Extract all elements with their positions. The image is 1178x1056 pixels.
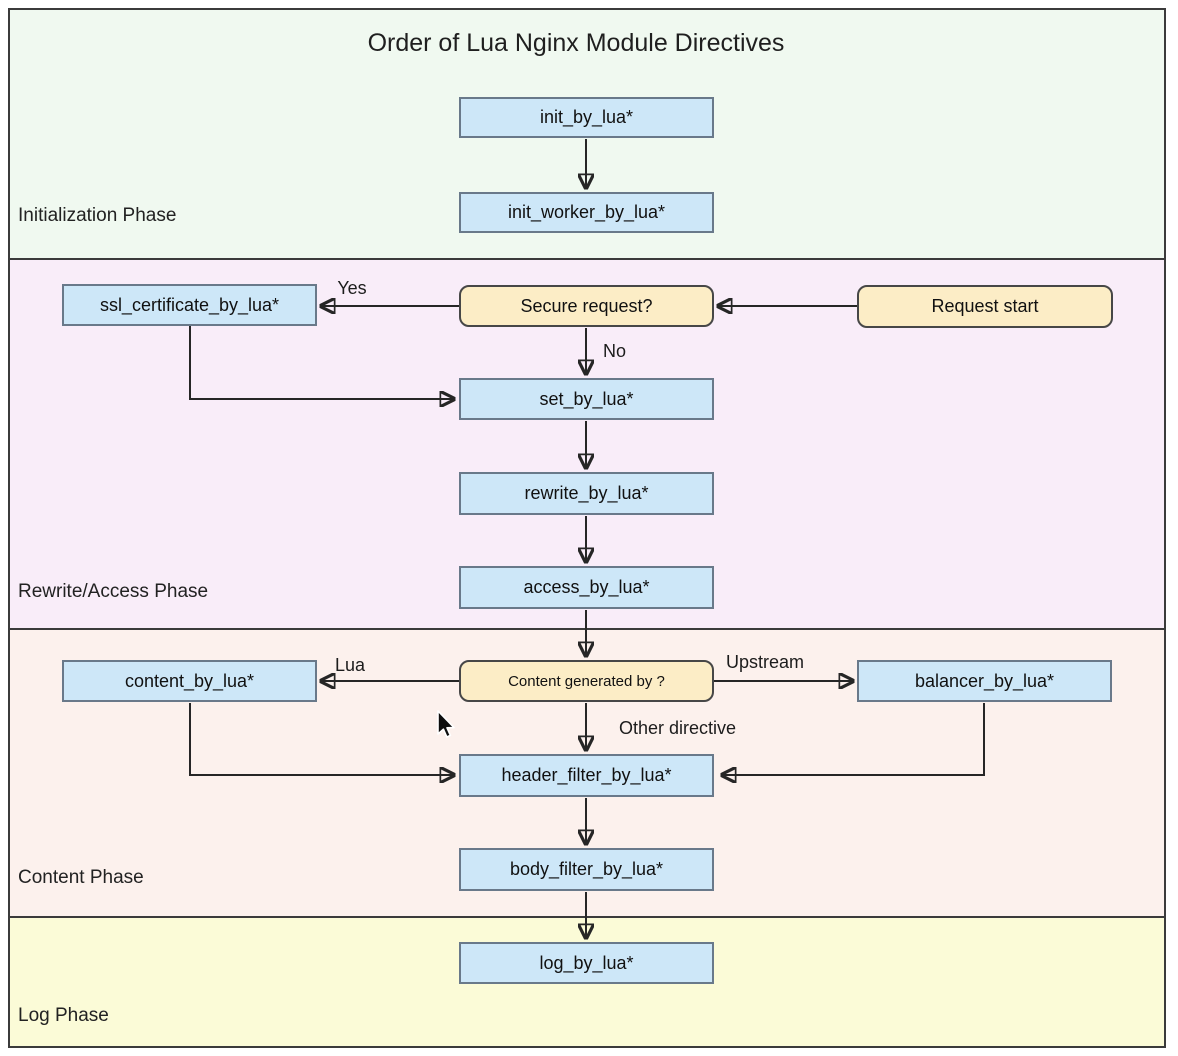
node-set-by-lua: set_by_lua* [459,378,714,420]
node-body-filter-by-lua: body_filter_by_lua* [459,848,714,891]
diagram-title: Order of Lua Nginx Module Directives [367,29,785,57]
node-label: Content generated by ? [508,672,665,690]
initialization-phase-label: Initialization Phase [18,205,177,226]
node-label: rewrite_by_lua* [524,483,649,503]
edge-label-other-directive: Other directive [619,718,737,738]
edge-label-upstream: Upstream [725,652,805,672]
node-label: balancer_by_lua* [914,670,1055,691]
node-request-start: Request start [857,285,1113,328]
edge-label-no: No [603,341,627,361]
node-rewrite-by-lua: rewrite_by_lua* [459,472,714,515]
rewrite-access-phase-label: Rewrite/Access Phase [18,581,209,602]
node-label: init_by_lua* [539,107,634,127]
node-label: body_filter_by_lua* [509,859,664,879]
node-label: Request start [931,296,1039,316]
node-label: log_by_lua* [539,952,634,973]
node-label: ssl_certificate_by_lua* [99,294,280,315]
edge-label-yes: Yes [337,278,367,298]
node-access-by-lua: access_by_lua* [459,566,714,609]
node-label: Secure request? [520,295,653,316]
node-label: init_worker_by_lua* [507,202,666,222]
node-init-worker-by-lua: init_worker_by_lua* [459,192,714,233]
node-label: access_by_lua* [523,577,650,597]
node-init-by-lua: init_by_lua* [459,97,714,138]
node-secure-request-decision: Secure request? [459,285,714,327]
node-label: header_filter_by_lua* [501,765,672,785]
node-label: content_by_lua* [124,670,255,691]
edge-label-lua: Lua [334,655,366,675]
node-ssl-certificate-by-lua: ssl_certificate_by_lua* [62,284,317,326]
node-log-by-lua: log_by_lua* [459,942,714,984]
node-content-generated-by-decision: Content generated by ? [459,660,714,702]
node-balancer-by-lua: balancer_by_lua* [857,660,1112,702]
log-phase-label: Log Phase [18,1005,109,1026]
node-label: set_by_lua* [539,388,634,409]
mouse-cursor-icon [437,710,455,738]
node-header-filter-by-lua: header_filter_by_lua* [459,754,714,797]
node-content-by-lua: content_by_lua* [62,660,317,702]
content-phase-label: Content Phase [18,867,144,888]
